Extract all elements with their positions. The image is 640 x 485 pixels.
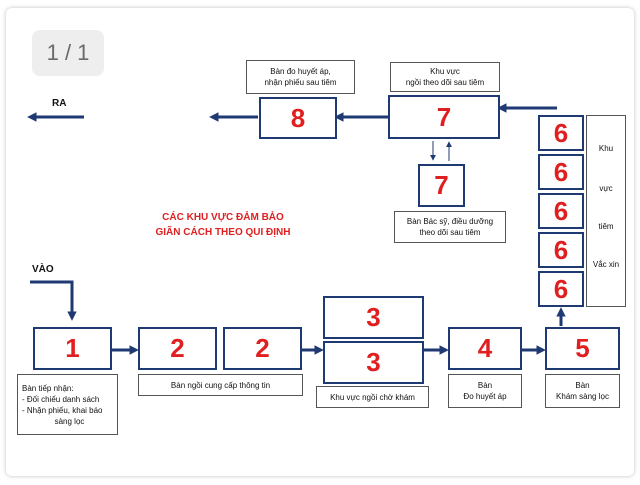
observation-area-caption: Khu vực ngồi theo dõi sau tiêm	[390, 62, 500, 92]
station-6-4: 6	[538, 232, 584, 268]
page-indicator: 1 / 1	[32, 30, 104, 76]
station-3a: 3	[323, 296, 424, 339]
blood-pressure-line-2: Đo huyết áp	[463, 392, 507, 401]
doctor-desk-caption: Bàn Bác sỹ, điều dưỡng theo dõi sau tiêm	[394, 211, 506, 243]
doctor-line-2: theo dõi sau tiêm	[419, 228, 481, 237]
doctor-line-1: Bàn Bác sỹ, điều dưỡng	[406, 217, 494, 226]
screening-line-1: Bàn	[575, 381, 590, 390]
station-6-2: 6	[538, 154, 584, 190]
arrow-entry	[30, 280, 77, 321]
screening-caption: Bàn Khám sàng lọc	[545, 374, 620, 408]
reception-line-4: sàng lọc	[54, 416, 85, 426]
info-desk-caption: Bàn ngồi cung cấp thông tin	[138, 374, 303, 396]
station-7-doctor: 7	[418, 164, 465, 207]
exit-desk-line-1: Bàn đo huyết áp,	[270, 67, 331, 76]
station-6-1: 6	[538, 115, 584, 151]
blood-pressure-caption: Bàn Đo huyết áp	[448, 374, 522, 408]
station-2a: 2	[138, 327, 217, 370]
vaccination-area-label: Khu vực tiêm Vắc xin	[586, 115, 626, 307]
vaccination-word-4: Vắc xin	[592, 260, 620, 269]
info-desk-text: Bàn ngồi cung cấp thông tin	[170, 380, 271, 390]
station-8: 8	[259, 97, 337, 139]
vaccination-word-1: Khu	[598, 144, 614, 153]
waiting-area-caption: Khu vực ngồi chờ khám	[316, 386, 429, 408]
reception-line-2: - Đối chiếu danh sách	[22, 394, 100, 404]
diagram-title: CÁC KHU VỰC ĐẢM BẢO GIÃN CÁCH THEO QUI Đ…	[128, 210, 318, 240]
title-line-2: GIÃN CÁCH THEO QUI ĐỊNH	[155, 227, 291, 238]
reception-line-1: Bàn tiếp nhận:	[22, 383, 74, 393]
exit-desk-caption: Bàn đo huyết áp, nhận phiếu sau tiêm	[246, 60, 355, 94]
station-6-3: 6	[538, 193, 584, 229]
screening-line-2: Khám sàng lọc	[556, 392, 609, 401]
station-7-observation: 7	[388, 95, 500, 139]
reception-line-3: - Nhận phiếu, khai báo	[22, 405, 103, 415]
exit-label: RA	[52, 98, 67, 109]
waiting-area-text: Khu vực ngồi chờ khám	[330, 392, 415, 402]
observation-line-2: ngồi theo dõi sau tiêm	[405, 78, 485, 87]
entry-label: VÀO	[32, 264, 54, 275]
title-line-1: CÁC KHU VỰC ĐẢM BẢO	[162, 212, 284, 223]
observation-line-1: Khu vực	[430, 67, 460, 76]
station-3b: 3	[323, 341, 424, 384]
station-2b: 2	[223, 327, 302, 370]
station-5: 5	[545, 327, 620, 370]
station-4: 4	[448, 327, 522, 370]
reception-caption: Bàn tiếp nhận: - Đối chiếu danh sách - N…	[17, 374, 118, 435]
blood-pressure-line-1: Bàn	[477, 381, 493, 390]
station-6-5: 6	[538, 271, 584, 307]
exit-desk-line-2: nhận phiếu sau tiêm	[264, 78, 337, 87]
station-1: 1	[33, 327, 112, 370]
vaccination-word-3: tiêm	[598, 222, 614, 231]
vaccination-word-2: vực	[599, 184, 613, 193]
